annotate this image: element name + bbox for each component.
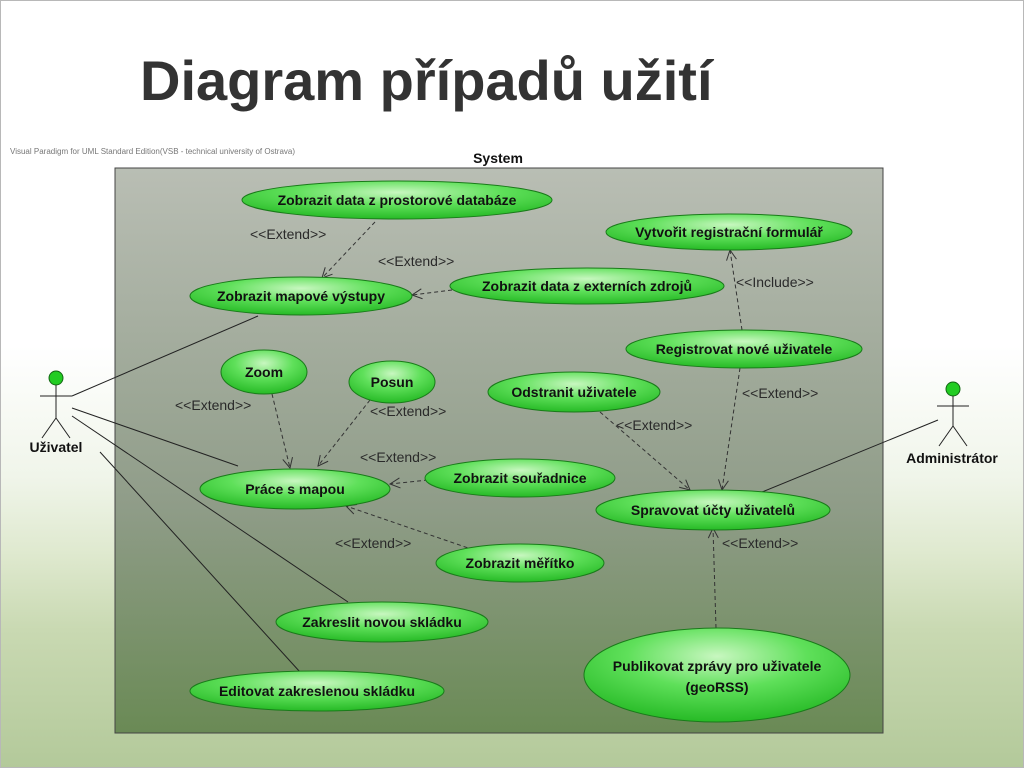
use-case-zobrazit-data-db[interactable]: Zobrazit data z prostorové databáze (241, 180, 553, 220)
svg-text:Zobrazit souřadnice: Zobrazit souřadnice (453, 470, 586, 486)
dep-publikovat-spravovat (713, 528, 716, 629)
label-extend-registrovat: <<Extend>> (742, 385, 818, 401)
label-include-registrovat: <<Include>> (736, 274, 814, 290)
assoc-user-mapove (71, 315, 259, 397)
use-case-posun[interactable]: Posun (348, 360, 436, 404)
label-extend-meritko: <<Extend>> (335, 535, 411, 551)
svg-text:Editovat zakreslenou skládku: Editovat zakreslenou skládku (219, 683, 415, 699)
use-case-zoom[interactable]: Zoom (220, 349, 308, 395)
actor-administrator[interactable]: Administrátor (906, 381, 998, 466)
use-case-souradnice[interactable]: Zobrazit souřadnice (424, 458, 616, 498)
use-case-publikovat[interactable]: Publikovat zprávy pro uživatele (geoRSS) (583, 627, 851, 723)
dep-odstranit-spravovat (599, 411, 690, 490)
label-extend-publikovat: <<Extend>> (722, 535, 798, 551)
dep-posun-prace (318, 399, 371, 466)
use-case-meritko[interactable]: Zobrazit měřítko (435, 543, 605, 583)
svg-text:(geoRSS): (geoRSS) (686, 679, 749, 695)
use-case-spravovat[interactable]: Spravovat účty uživatelů (595, 489, 831, 531)
dep-db-mapove (322, 221, 376, 278)
use-case-registrovat[interactable]: Registrovat nové uživatele (625, 329, 863, 369)
svg-text:Registrovat nové uživatele: Registrovat nové uživatele (656, 341, 833, 357)
actor-figure-icon (937, 381, 969, 447)
use-case-editovat[interactable]: Editovat zakreslenou skládku (189, 670, 445, 712)
svg-text:Zakreslit novou skládku: Zakreslit novou skládku (302, 614, 462, 630)
associations (71, 315, 939, 673)
relation-labels: <<Extend>> <<Extend>> <<Include>> <<Exte… (175, 226, 818, 551)
dep-zoom-prace (271, 393, 290, 468)
svg-text:Odstranit uživatele: Odstranit uživatele (511, 384, 636, 400)
svg-text:Vytvořit registrační formulář: Vytvořit registrační formulář (635, 224, 823, 240)
assoc-user-editovat (99, 451, 301, 673)
use-case-zobrazit-externi[interactable]: Zobrazit data z externích zdrojů (449, 267, 725, 305)
svg-text:Zobrazit data z prostorové dat: Zobrazit data z prostorové databáze (278, 192, 517, 208)
page-title: Diagram případů užití (140, 49, 713, 112)
dep-souradnice-prace (390, 480, 429, 484)
actor-figure-icon (40, 370, 72, 439)
svg-text:Posun: Posun (371, 374, 414, 390)
label-extend-zoom: <<Extend>> (175, 397, 251, 413)
svg-text:Spravovat účty uživatelů: Spravovat účty uživatelů (631, 502, 795, 518)
watermark-text: Visual Paradigm for UML Standard Edition… (10, 147, 296, 156)
svg-text:Publikovat zprávy pro uživatel: Publikovat zprávy pro uživatele (613, 658, 822, 674)
svg-text:Práce s mapou: Práce s mapou (245, 481, 345, 497)
use-case-vytvorit-formular[interactable]: Vytvořit registrační formulář (605, 213, 853, 251)
label-extend-db: <<Extend>> (250, 226, 326, 242)
svg-text:Zoom: Zoom (245, 364, 283, 380)
svg-text:Zobrazit mapové výstupy: Zobrazit mapové výstupy (217, 288, 385, 304)
svg-text:Zobrazit měřítko: Zobrazit měřítko (466, 555, 575, 571)
dep-meritko-prace (346, 506, 475, 551)
use-case-prace-s-mapou[interactable]: Práce s mapou (199, 468, 391, 510)
assoc-user-zakreslit (71, 415, 349, 603)
actor-administrator-label: Administrátor (906, 450, 998, 466)
label-extend-odstranit: <<Extend>> (616, 417, 692, 433)
label-extend-externi: <<Extend>> (378, 253, 454, 269)
label-extend-posun: <<Extend>> (370, 403, 446, 419)
assoc-admin-spravovat (761, 419, 939, 493)
use-case-odstranit[interactable]: Odstranit uživatele (487, 371, 661, 413)
use-case-zobrazit-mapove[interactable]: Zobrazit mapové výstupy (189, 276, 413, 316)
svg-text:Zobrazit data z externích zdro: Zobrazit data z externích zdrojů (482, 278, 692, 294)
system-label: System (473, 150, 523, 166)
dependencies (271, 221, 743, 629)
actor-uzivatel[interactable]: Uživatel (30, 370, 83, 455)
label-extend-souradnice: <<Extend>> (360, 449, 436, 465)
assoc-user-prace (71, 407, 239, 467)
use-case-zakreslit[interactable]: Zakreslit novou skládku (275, 601, 489, 643)
actor-uzivatel-label: Uživatel (30, 439, 83, 455)
